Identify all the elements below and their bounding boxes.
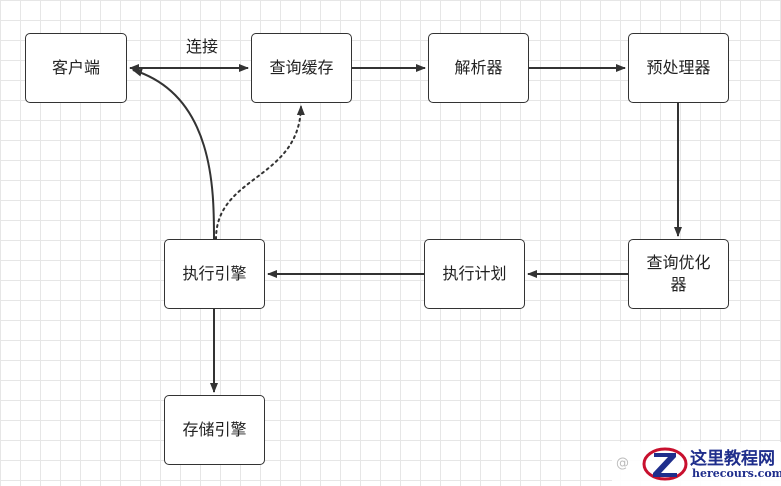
edge-engine-cache xyxy=(215,105,305,240)
node-execution-engine: 执行引擎 xyxy=(164,239,265,309)
node-execution-plan: 执行计划 xyxy=(424,239,525,309)
watermark-title: 这里教程网 xyxy=(690,449,775,469)
node-query-cache: 查询缓存 xyxy=(251,33,352,103)
node-parser: 解析器 xyxy=(428,33,529,103)
node-preprocessor: 预处理器 xyxy=(628,33,729,103)
watermark: @ 这里教程网 herecours.com xyxy=(612,442,781,486)
node-client: 客户端 xyxy=(25,33,127,103)
edge-label-connect: 连接 xyxy=(185,37,218,56)
watermark-url: herecours.com xyxy=(692,467,781,480)
watermark-at-sign: @ xyxy=(616,456,629,471)
edge-engine-client xyxy=(132,68,215,240)
site-logo-icon xyxy=(642,447,688,481)
node-storage-engine: 存储引擎 xyxy=(164,395,265,465)
node-query-optimizer: 查询优化器 xyxy=(628,239,729,309)
